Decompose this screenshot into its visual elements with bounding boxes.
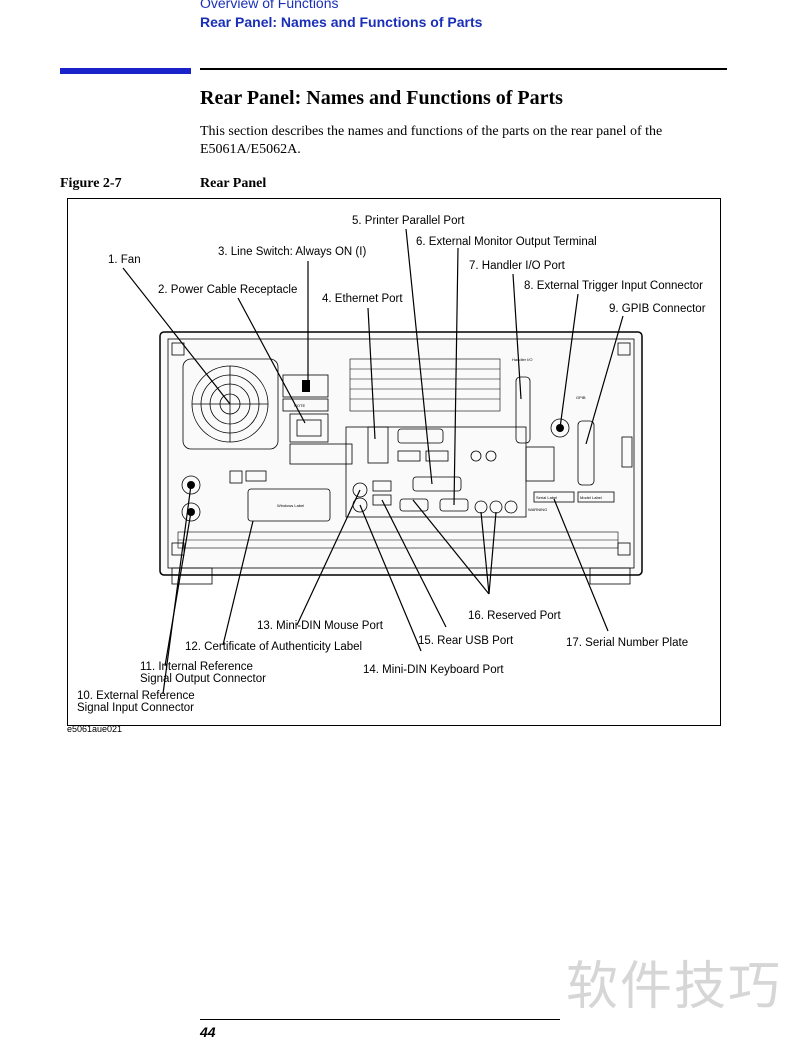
intro-paragraph: This section describes the names and fun… <box>200 124 663 157</box>
vent-grille-top <box>349 358 501 412</box>
gpib-text: GPIB <box>576 395 586 400</box>
callout-ext-ref-input-line1: 10. External Reference <box>77 690 195 702</box>
callout-reserved-port: 16. Reserved Port <box>468 610 561 622</box>
handler-io-text: Handler I/O <box>512 357 532 362</box>
windows-label-text: Windows Label <box>277 503 304 508</box>
callout-rear-usb-port: 15. Rear USB Port <box>418 635 514 647</box>
instrument-drawing: NOTE Windows Label <box>159 331 643 585</box>
coa-symbol-icon <box>229 470 243 484</box>
power-receptacle-icon <box>289 413 353 465</box>
gpib-port <box>577 420 595 486</box>
callout-line-switch: 3. Line Switch: Always ON (I) <box>218 246 366 258</box>
breadcrumb-parent[interactable]: Overview of Functions <box>200 0 339 11</box>
figure-number: Figure 2-7 <box>60 176 122 191</box>
footer-rule <box>200 1019 560 1020</box>
line-switch-icon: NOTE <box>282 374 329 412</box>
callout-int-ref-output-line2: Signal Output Connector <box>140 673 266 685</box>
rear-panel-diagram: NOTE Windows Label <box>77 215 706 714</box>
breadcrumb-current[interactable]: Rear Panel: Names and Functions of Parts <box>200 14 483 30</box>
parallel-port <box>412 476 462 492</box>
watermark: 软件技巧 <box>566 957 783 1017</box>
warning-text: WARNING <box>528 507 547 512</box>
callout-handler-io-port: 7. Handler I/O Port <box>469 260 566 272</box>
fan-icon <box>182 358 279 450</box>
serial-number-plate <box>533 491 575 503</box>
callout-ext-ref-input-line2: Signal Input Connector <box>77 702 194 714</box>
breadcrumb: Overview of Functions Rear Panel: Names … <box>200 0 482 32</box>
figure-title: Rear Panel <box>200 176 267 191</box>
leader-lines <box>122 228 624 695</box>
callout-gpib-connector: 9. GPIB Connector <box>609 303 706 315</box>
windows-label-plate <box>247 488 331 522</box>
section-rule <box>200 68 727 70</box>
figure-image-id: e5061aue021 <box>67 724 123 734</box>
usb-port-upper <box>372 480 392 492</box>
model-label-text: Model Label <box>580 495 602 500</box>
callout-keyboard-port: 14. Mini-DIN Keyboard Port <box>363 664 504 676</box>
callout-mouse-port: 13. Mini-DIN Mouse Port <box>257 620 384 632</box>
serial-label-text: Serial Label <box>536 495 557 500</box>
callout-coa-label: 12. Certificate of Authenticity Label <box>185 641 362 653</box>
callout-power-cable-receptacle: 2. Power Cable Receptacle <box>158 284 297 296</box>
handler-io-port <box>515 376 531 444</box>
mouse-port <box>352 482 368 498</box>
callout-serial-number-plate: 17. Serial Number Plate <box>566 637 688 649</box>
callout-ethernet-port: 4. Ethernet Port <box>322 293 403 305</box>
section-marker-bar <box>60 68 191 74</box>
callout-fan: 1. Fan <box>108 254 141 266</box>
callout-ext-trigger-input: 8. External Trigger Input Connector <box>524 280 703 292</box>
page-number: 44 <box>200 1024 216 1040</box>
figure-frame: NOTE Windows Label <box>67 198 721 726</box>
note-label: NOTE <box>294 403 305 408</box>
callout-external-monitor: 6. External Monitor Output Terminal <box>416 236 597 248</box>
ext-trigger-connector <box>550 418 570 438</box>
section-title: Rear Panel: Names and Functions of Parts <box>200 87 563 109</box>
ethernet-port <box>367 426 389 464</box>
usb-port-lower <box>372 494 392 506</box>
reserved-port-3 <box>504 500 518 514</box>
callout-int-ref-output-line1: 11. Internal Reference <box>140 661 253 673</box>
callout-printer-parallel-port: 5. Printer Parallel Port <box>352 215 465 227</box>
